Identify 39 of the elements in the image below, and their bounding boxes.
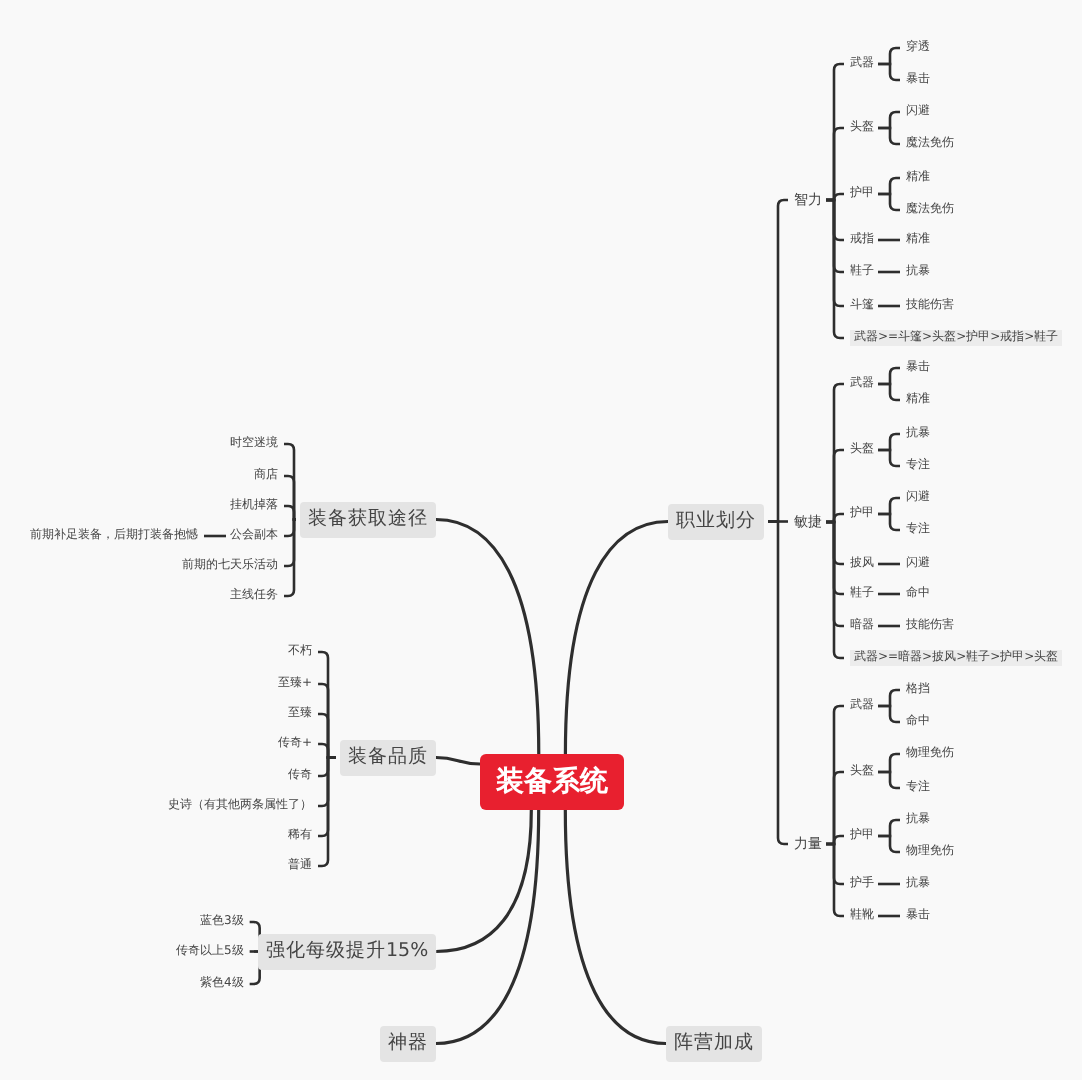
connector-line <box>249 950 254 953</box>
topic-box: 职业划分 <box>668 504 764 539</box>
bracket-connector <box>284 518 297 598</box>
connector-line <box>878 304 900 308</box>
bracket-connector <box>826 520 844 660</box>
bracket-connector <box>878 62 900 82</box>
bracket-connector <box>878 834 900 854</box>
topic-box: 装备品质 <box>340 740 436 775</box>
topic-box: 神器 <box>380 1026 436 1061</box>
curved-connector <box>435 755 481 766</box>
bracket-connector <box>878 770 900 790</box>
bracket-connector <box>878 382 900 402</box>
bracket-connector <box>878 448 900 468</box>
bracket-connector <box>768 520 788 846</box>
curved-connector <box>435 809 541 1046</box>
connector-line <box>878 624 900 628</box>
bracket-connector <box>878 126 900 146</box>
curved-connector <box>436 809 533 954</box>
bracket-connector <box>878 192 900 212</box>
connector-line <box>878 238 900 242</box>
bracket-connector <box>878 704 900 724</box>
topic-box: 阵营加成 <box>666 1026 762 1061</box>
curved-connector <box>563 519 669 755</box>
bracket-connector <box>826 842 844 918</box>
topic-box: 强化每级提升15% <box>258 934 437 969</box>
bracket-connector <box>284 504 297 521</box>
bracket-connector <box>878 512 900 532</box>
connector-line <box>878 882 900 886</box>
connector-line <box>204 534 226 538</box>
connector-line <box>878 270 900 274</box>
connector-line <box>878 914 900 918</box>
connector-line <box>878 592 900 596</box>
connector-line <box>878 562 900 566</box>
topic-box: 装备获取途径 <box>300 502 436 537</box>
bracket-connector <box>318 756 336 868</box>
curved-connector <box>563 809 667 1046</box>
bracket-connector <box>826 198 844 340</box>
curved-connector <box>435 517 541 755</box>
root-topic-box: 装备系统 <box>480 754 624 810</box>
